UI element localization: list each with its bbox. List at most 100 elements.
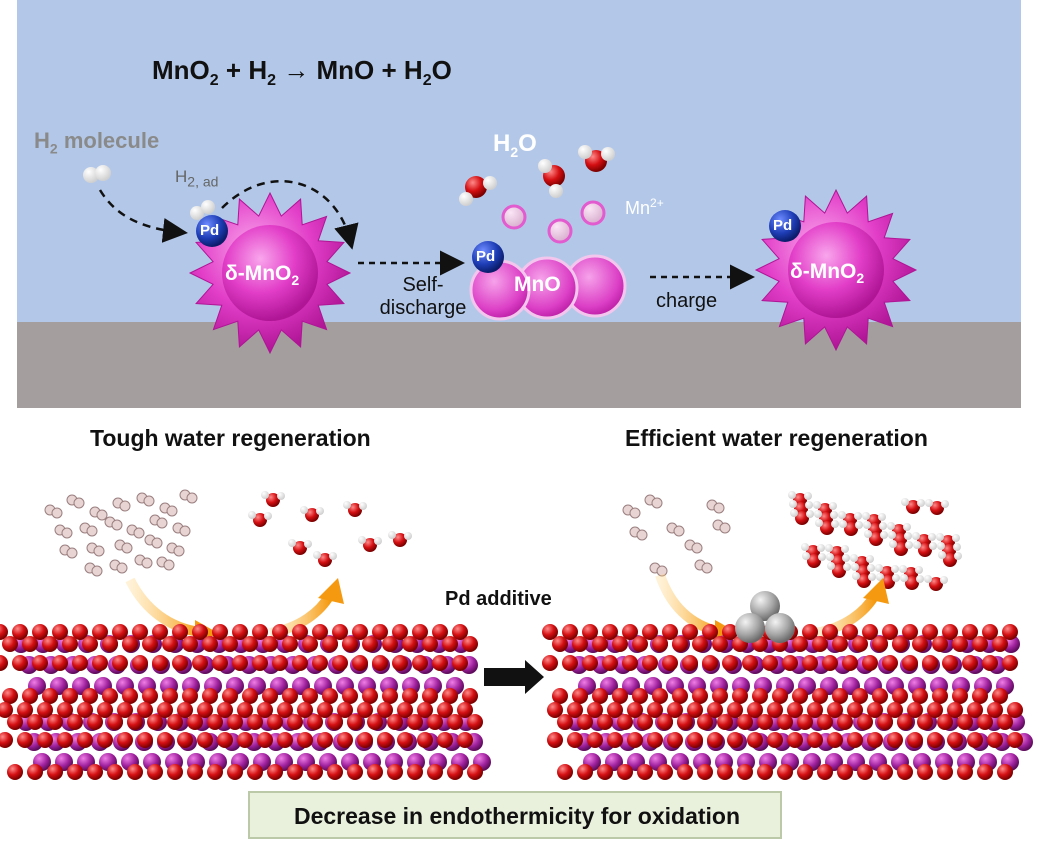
oxygen-atom [452, 655, 468, 671]
hydrogen-atom [343, 501, 351, 509]
pd-particle-right [769, 210, 801, 242]
hydrogen-atom [329, 552, 337, 560]
hydrogen-atom [839, 520, 847, 528]
oxygen-atom [912, 636, 928, 652]
oxygen-atom [717, 714, 733, 730]
oxygen-atom [952, 688, 968, 704]
oxygen-atom [102, 688, 118, 704]
pd-label-left: Pd [200, 222, 220, 239]
oxygen-atom [737, 764, 753, 780]
oxygen-atom [287, 764, 303, 780]
oxygen-atom [787, 702, 803, 718]
oxygen-atom [827, 732, 843, 748]
h2-atom [143, 495, 155, 507]
oxygen-atom [932, 688, 948, 704]
oxygen-atom [607, 702, 623, 718]
oxygen-atom [612, 688, 628, 704]
hydrogen-atom [804, 492, 812, 500]
mn-ions [501, 200, 606, 244]
oxygen-atom [977, 714, 993, 730]
oxygen-atom [462, 636, 478, 652]
oxygen-atom [267, 764, 283, 780]
oxygen-atom [397, 732, 413, 748]
oxygen-atom [837, 764, 853, 780]
oxygen-atom [132, 624, 148, 640]
mno2-layer-right-top [542, 624, 1020, 704]
oxygen-atom [182, 688, 198, 704]
h2-atom [116, 562, 128, 574]
oxygen-atom [17, 732, 33, 748]
pd-particle-left [196, 215, 228, 247]
pd-label-right: Pd [773, 217, 793, 234]
oxygen-atom [602, 655, 618, 671]
h2-atom [691, 542, 703, 554]
oxygen-atom [237, 702, 253, 718]
oxygen-atom [967, 702, 983, 718]
oxygen-atom [687, 732, 703, 748]
pd-label-middle: Pd [476, 248, 496, 265]
oxygen-atom [577, 714, 593, 730]
oxygen-atom [393, 533, 407, 547]
oxygen-atom [637, 714, 653, 730]
oxygen-atom [767, 702, 783, 718]
oxygen-atom [647, 702, 663, 718]
oxygen-atom [327, 764, 343, 780]
hydrogen-atom [831, 520, 839, 528]
hydrogen-atom [854, 512, 862, 520]
oxygen-atom [197, 702, 213, 718]
oxygen-atom [422, 688, 438, 704]
oxygen-atom [667, 732, 683, 748]
oxygen-atom [877, 764, 893, 780]
oxygen-atom [17, 702, 33, 718]
oxygen-atom [352, 655, 368, 671]
water-cloud-left [248, 491, 412, 567]
oxygen-atom [717, 764, 733, 780]
oxygen-atom [37, 732, 53, 748]
oxygen-atom [847, 702, 863, 718]
oxygen-atom [297, 702, 313, 718]
right-title: Efficient water regeneration [625, 425, 928, 451]
oxygen-atom [697, 764, 713, 780]
oxygen-atom [262, 688, 278, 704]
h2-atom [51, 507, 63, 519]
oxygen-atom [802, 624, 818, 640]
oxygen-atom [362, 636, 378, 652]
h2-atom [86, 525, 98, 537]
oxygen-atom [947, 732, 963, 748]
oxygen-atom [687, 702, 703, 718]
hydrogen-atom [863, 521, 871, 529]
oxygen-atom [22, 636, 38, 652]
oxygen-atom [942, 655, 958, 671]
hydrogen-atom [825, 544, 833, 552]
oxygen-atom [867, 732, 883, 748]
oxygen-atom [672, 636, 688, 652]
oxygen-atom [832, 564, 846, 578]
oxygen-atom [682, 655, 698, 671]
oxygen-atom [112, 655, 128, 671]
hydrogen-atom [915, 566, 923, 574]
oxygen-atom [92, 624, 108, 640]
oxygen-atom [812, 688, 828, 704]
hydrogen-atom [880, 531, 888, 539]
oxygen-atom [562, 655, 578, 671]
oxygen-atom [387, 764, 403, 780]
oxygen-atom [142, 688, 158, 704]
oxygen-atom [822, 655, 838, 671]
oxygen-atom [897, 764, 913, 780]
h2-atom [651, 497, 663, 509]
oxygen-atom [917, 764, 933, 780]
oxygen-atom [972, 688, 988, 704]
hydrogen-atom [891, 565, 899, 573]
oxygen-atom [547, 732, 563, 748]
oxygen-atom [127, 714, 143, 730]
oxygen-atom [2, 636, 18, 652]
h2-atom [179, 525, 191, 537]
h2-adsorbed-label: H2, ad [175, 167, 219, 190]
oxygen-atom [42, 636, 58, 652]
hydrogen-atom [288, 539, 296, 547]
oxygen-atom [657, 714, 673, 730]
oxygen-atom [542, 655, 558, 671]
oxygen-atom [562, 624, 578, 640]
oxygen-atom [982, 624, 998, 640]
oxygen-atom [857, 714, 873, 730]
